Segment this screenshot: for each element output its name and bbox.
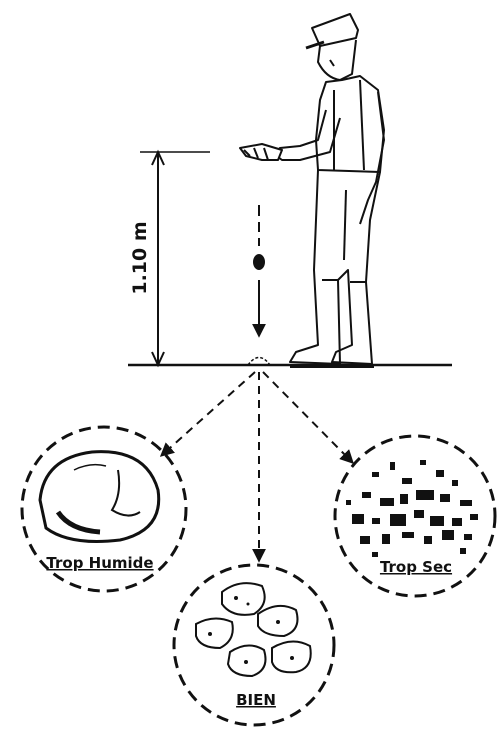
good-label: BIEN [236,691,276,709]
arrow-to-too-wet [162,372,255,455]
height-dimension: 1.10 m [129,152,210,365]
height-label: 1.10 m [129,221,151,294]
falling-soil-ball [253,205,265,335]
outcome-too-dry: Trop Sec [335,436,495,596]
good-soil-chunk [196,618,233,648]
too-wet-label: Trop Humide [46,554,153,572]
outcome-too-wet: Trop Humide [22,427,186,591]
person-figure [240,14,384,366]
outcome-good: BIEN [174,565,334,725]
too-dry-label: Trop Sec [380,558,452,576]
arrow-to-too-dry [263,372,352,462]
outcome-arrows [162,372,352,560]
good-soil-chunk [222,583,265,615]
